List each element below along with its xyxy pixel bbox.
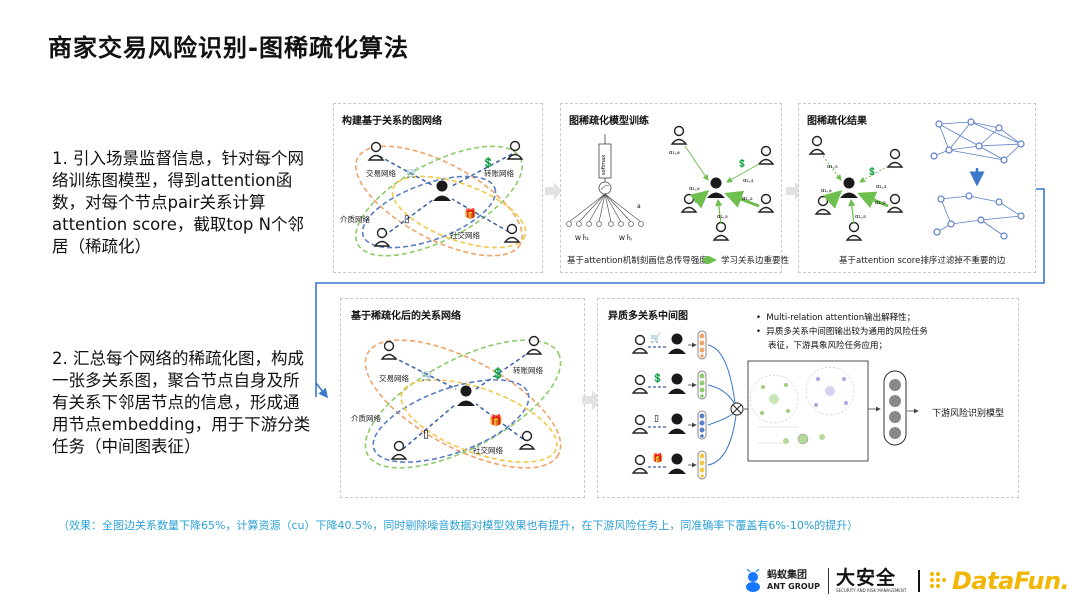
multi-relation-diagram: 🛒 💲 ▯ 🎁 (598, 299, 1020, 499)
effect-summary: （效果：全图边关系数量下降65%，计算资源（cu）下降40.5%，同时剔除噪音数… (58, 517, 858, 533)
step1-text: 1. 引入场景监督信息，针对每个网 络训练图模型，得到attention函 数，… (52, 148, 304, 258)
embedding-vector-blue (698, 411, 706, 439)
softmax-label: softmax (601, 155, 607, 175)
person-icon (633, 336, 647, 354)
center-person-icon (457, 386, 475, 407)
panel-sparse-network: 基于稀疏化后的关系网络 🛒 💲 ▯ 🎁 交易网络 转账网络 介质网络 社交网络 (340, 298, 585, 498)
money-icon: 💲 (482, 156, 494, 169)
person-icon (392, 442, 406, 460)
output-embedding (884, 371, 906, 445)
money-icon: 💲 (491, 367, 505, 380)
divider (828, 568, 829, 594)
money-icon: 💲 (867, 166, 877, 176)
label-medium-network: 介质网络 (351, 413, 381, 423)
embedding-vector-green (698, 371, 706, 399)
divider (918, 570, 920, 592)
datafun-logo: DataFun. (928, 566, 1069, 596)
money-icon: 💲 (737, 158, 747, 168)
cart-icon: 🛒 (406, 166, 418, 179)
downstream-model-label: 下游风险识别模型 (932, 406, 1004, 419)
step2-text: 2. 汇总每个网络的稀疏化图，构成 一张多关系图，聚合节点自身及所 有关系下邻居… (52, 348, 310, 458)
person-icon (668, 454, 686, 475)
ant-name-cn: 蚂蚁集团 (767, 570, 820, 581)
person-icon (633, 376, 647, 394)
label-trade-network: 交易网络 (379, 373, 409, 383)
security-name-cn: 大安全 (836, 568, 896, 588)
step1-line: 居（稀疏化） (52, 236, 304, 258)
panel-multi-relation: 异质多关系中间图 • Multi-relation attention输出解释性… (597, 298, 1019, 498)
security-logo: 大安全 SECURITY AND RISK MANAGEMENT (836, 566, 906, 596)
person-icon (668, 334, 686, 355)
sparse-relation-diagram: 🛒 💲 ▯ 🎁 交易网络 转账网络 介质网络 社交网络 (341, 299, 586, 499)
alpha-label: α₁,ⱼ₁ (743, 178, 754, 184)
money-icon: 💲 (652, 372, 663, 384)
label-transfer-network: 转账网络 (513, 365, 543, 375)
person-icon (810, 137, 824, 155)
step1-line: 数，对每个节点pair关系计算 (52, 192, 304, 214)
person-icon (382, 342, 396, 360)
security-name-en: SECURITY AND RISK MANAGEMENT (836, 588, 906, 594)
label-transfer-network: 转账网络 (484, 168, 514, 178)
person-icon (520, 432, 534, 450)
step2-line: 2. 汇总每个网络的稀疏化图，构成 (52, 348, 310, 370)
embedding-vector-yellow (698, 451, 706, 479)
label-trade-network: 交易网络 (366, 168, 396, 178)
cart-icon: 🛒 (421, 369, 435, 382)
alpha-label: α₁,ⱼ₆ (669, 150, 681, 156)
person-icon (633, 416, 647, 434)
ant-logo-icon (742, 569, 764, 593)
person-icon (668, 414, 686, 435)
datafun-name: DataFun. (952, 567, 1069, 595)
device-icon: ▯ (654, 414, 659, 424)
person-icon (508, 142, 522, 160)
page-title: 商家交易风险识别-图稀疏化算法 (48, 28, 409, 63)
step2-line: 任务（中间图表征） (52, 436, 310, 458)
step2-line: 用节点embedding，用于下游分类 (52, 414, 310, 436)
step1-line: 络训练图模型，得到attention函 (52, 170, 304, 192)
step2-line: 一张多关系图，聚合节点自身及所 (52, 370, 310, 392)
person-icon (672, 127, 686, 145)
step1-line: attention score，截取top N个邻 (52, 214, 304, 236)
device-icon: ▯ (423, 427, 429, 440)
person-icon (369, 143, 383, 161)
gift-icon: 🎁 (652, 452, 663, 464)
intermediate-graph-figure (748, 361, 868, 461)
gift-icon: 🎁 (489, 414, 503, 427)
person-icon (668, 374, 686, 395)
ant-name-en: ANT GROUP (767, 581, 820, 592)
person-icon (888, 150, 902, 168)
person-icon (633, 456, 647, 474)
person-icon (759, 147, 773, 165)
person-icon (527, 337, 541, 355)
dense-graph-icon (934, 122, 1021, 160)
embedding-vector-orange (698, 331, 706, 359)
alpha-label: α₁,ⱼ₅ (827, 164, 838, 170)
step1-line: 1. 引入场景监督信息，针对每个网 (52, 148, 304, 170)
label-social-network: 社交网络 (473, 445, 503, 455)
datafun-dots-icon (928, 570, 950, 592)
step2-line: 有关系下邻居节点的信息，形成通 (52, 392, 310, 414)
cart-icon: 🛒 (650, 332, 661, 344)
ant-group-logo: 蚂蚁集团 ANT GROUP (742, 566, 820, 596)
